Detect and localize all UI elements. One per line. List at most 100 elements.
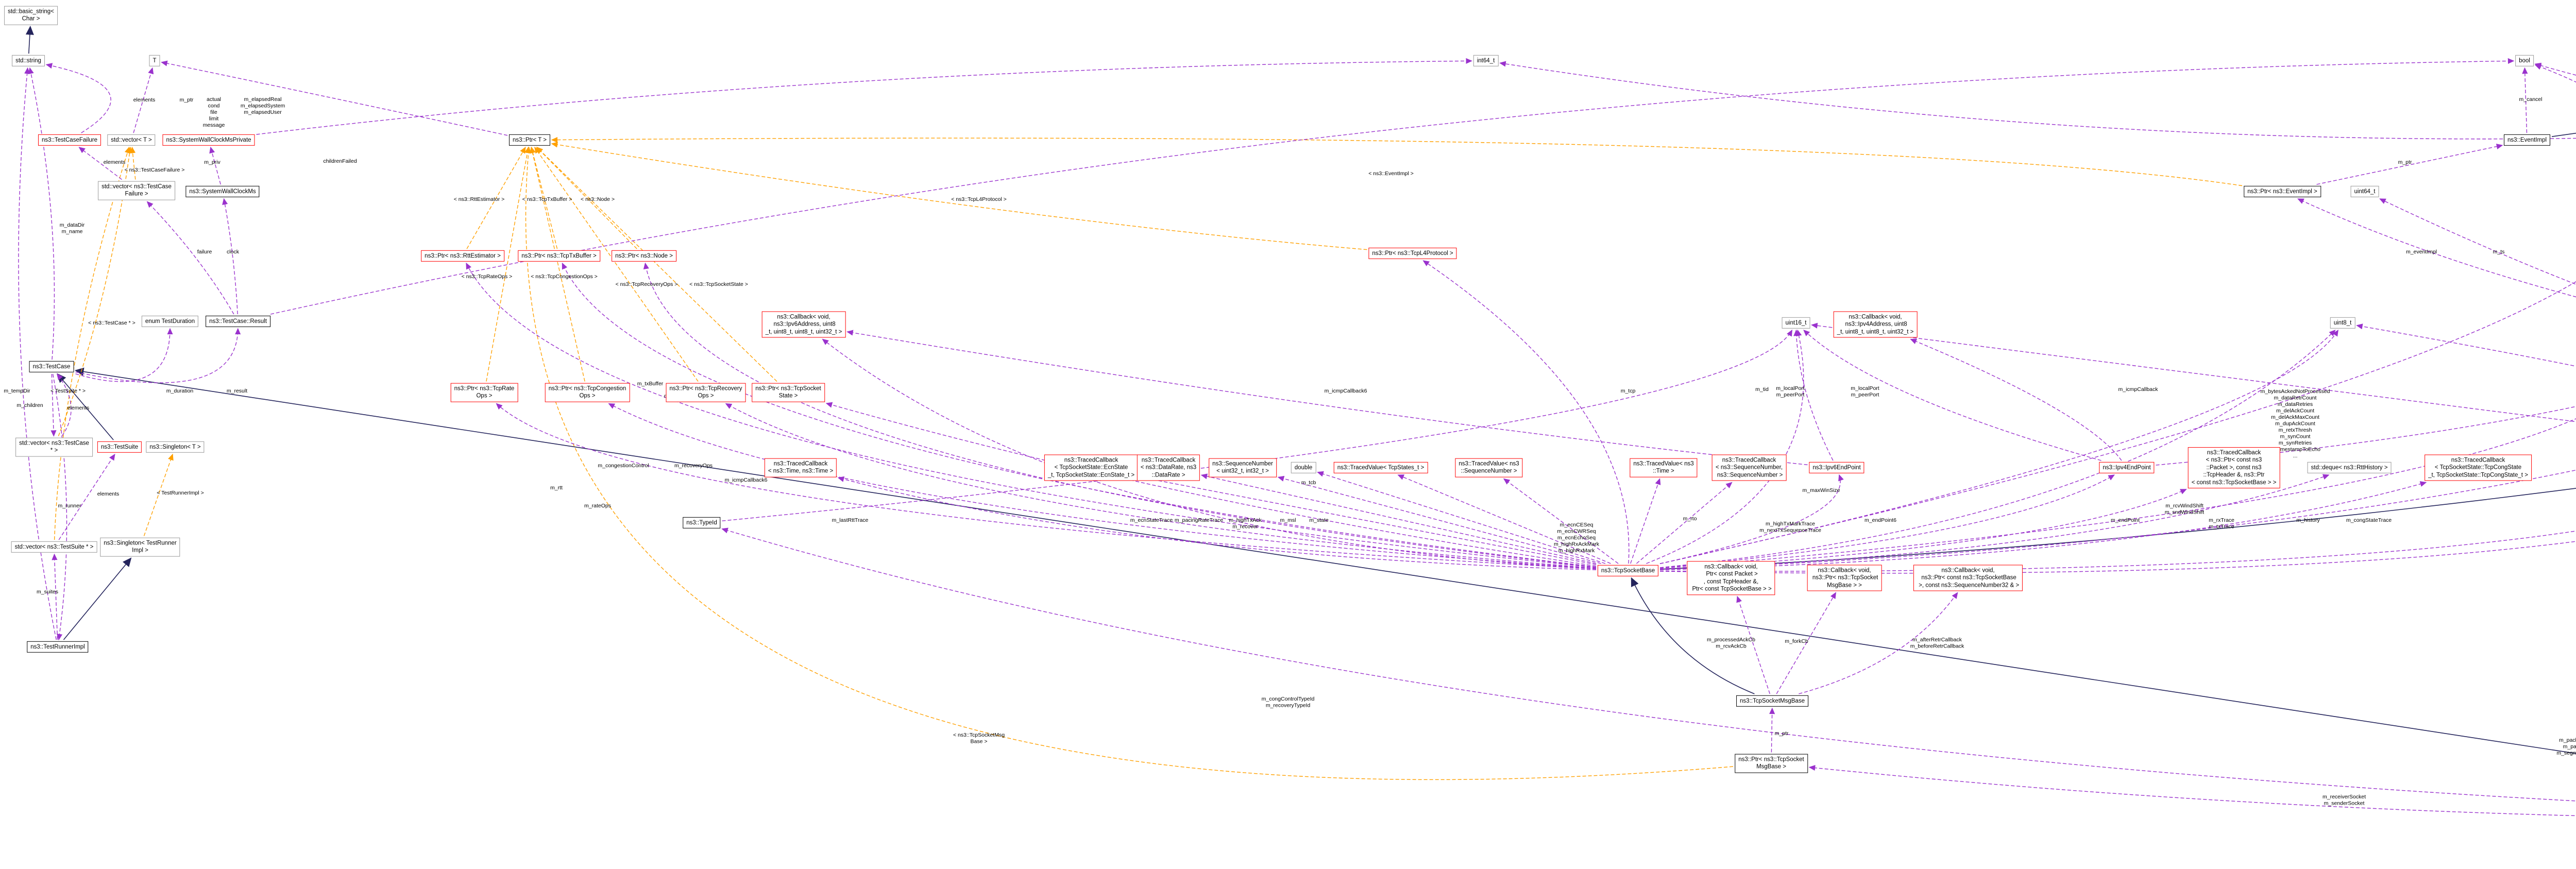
edge-label-vectorTestSuitePtr-testSuite: elements xyxy=(97,491,120,497)
edge-ipv6End-cbIcmp6 xyxy=(846,330,1808,465)
graph-node-uint64: uint64_t xyxy=(2350,185,2379,198)
graph-node-vectorTestSuitePtr: std::vector< ns3::TestSuite * > xyxy=(11,541,97,553)
edge-label-tcpSocketBase-uint16: m_maxWinSize xyxy=(1803,487,1840,493)
graph-node-eventImpl[interactable]: ns3::EventImpl xyxy=(2503,134,2551,146)
graph-node-vectorTCF: std::vector< ns3::TestCase Failure > xyxy=(98,181,175,200)
edge-ptrMsgBase-tcpSocketMsgBase xyxy=(1769,707,1775,753)
edge-label-tcpSocketBase-tcbCong: m_congStateTrace xyxy=(2346,517,2392,523)
edge-tcpSocketBase-tcbEcn xyxy=(1139,475,1597,565)
graph-node-double: double xyxy=(1291,462,1316,474)
graph-node-ptrSockState[interactable]: ns3::Ptr< ns3::TcpSocket State > xyxy=(752,383,825,402)
graph-node-tcpSocketBase[interactable]: ns3::TcpSocketBase xyxy=(1597,565,1659,577)
graph-node-testCaseResult[interactable]: ns3::TestCase::Result xyxy=(206,315,270,328)
edge-label-tcpSocketBase-cbIcmp6: m_icmpCallback6 xyxy=(725,477,768,483)
edge-ptrEventImpl-eventImpl xyxy=(2316,143,2503,185)
graph-node-ptrT[interactable]: ns3::Ptr< T > xyxy=(509,134,551,146)
edge-label-tcpSocketBase-ipv4End: m_endPoint xyxy=(2111,517,2140,523)
graph-node-tvSeqNum[interactable]: ns3::TracedValue< ns3 ::SequenceNumber > xyxy=(1455,458,1523,478)
graph-node-cbRetr[interactable]: ns3::Callback< void, ns3::Ptr< const ns3… xyxy=(1913,565,2023,591)
graph-node-cbPktHdrBase[interactable]: ns3::Callback< void, Ptr< const Packet >… xyxy=(1687,561,1775,595)
edge-tcpSocketBase-ipv6End xyxy=(1659,474,1844,564)
graph-node-tcbTimeTime[interactable]: ns3::TracedCallback < ns3::Time, ns3::Ti… xyxy=(764,458,837,478)
edge-label-testCaseResult-sysWall: clock xyxy=(227,249,240,255)
graph-node-seqNum[interactable]: ns3::SequenceNumber < uint32_t, int32_t … xyxy=(1209,458,1277,478)
edge-label-testCaseResult-bool: childrenFailed xyxy=(323,158,357,164)
edge-label-ptrRecovOps-ptrT: < ns3::TcpRecoveryOps > xyxy=(616,281,678,287)
edge-label-ptrRateOps-ptrT: < ns3::TcpRateOps > xyxy=(462,274,513,280)
edge-label-vectorTCF-vectorT: < ns3::TestCaseFailure > xyxy=(125,167,185,173)
graph-node-cbIcmp6[interactable]: ns3::Callback< void, ns3::Ipv6Address, u… xyxy=(761,311,846,338)
edge-inetSock-uint16 xyxy=(1811,322,2576,422)
edge-tcpGeneralTest-testCase xyxy=(74,367,2576,754)
graph-node-sysWall[interactable]: ns3::SystemWallClockMs xyxy=(185,185,260,198)
edge-label-ptrT-T: m_ptr xyxy=(180,97,194,103)
graph-node-tcpSocketMsgBase[interactable]: ns3::TcpSocketMsgBase xyxy=(1736,695,1808,707)
edge-label-vectorTCF-testCaseFailure: elements xyxy=(104,159,126,165)
graph-node-ptrRateOps[interactable]: ns3::Ptr< ns3::TcpRate Ops > xyxy=(450,383,518,402)
edge-tcpSocketBase-ptrRtt xyxy=(466,262,1597,568)
edge-tcpSocketBase-ptrTxBuf xyxy=(562,262,1597,568)
graph-node-cbFork[interactable]: ns3::Callback< void, ns3::Ptr< ns3::TcpS… xyxy=(1807,565,1882,591)
edge-testCase-vectorTestCasePtr xyxy=(50,373,57,437)
graph-node-ptrMsgBase[interactable]: ns3::Ptr< ns3::TcpSocket MsgBase > xyxy=(1735,754,1808,773)
graph-node-tcbPkt[interactable]: ns3::TracedCallback < ns3::Ptr< const ns… xyxy=(2188,447,2280,488)
graph-node-tcbEcn[interactable]: ns3::TracedCallback < TcpSocketState::Ec… xyxy=(1044,454,1139,481)
edge-label-testRunnerImpl-vectorTestSuitePtr: m_suites xyxy=(37,589,58,595)
edge-tcpSocketBase-tvTime xyxy=(1630,478,1661,564)
graph-node-uint16: uint16_t xyxy=(1782,317,1810,329)
graph-node-testSuite[interactable]: ns3::TestSuite xyxy=(97,441,142,453)
edge-label-tcpSocketBase-dequeRtt: m_history xyxy=(2296,517,2320,523)
edge-testCaseResult-vectorTCF xyxy=(146,201,234,315)
edge-label-testCase-vectorTestCasePtr: m_children xyxy=(16,402,43,408)
edge-label-testCase-testCaseResult: m_result xyxy=(227,388,247,394)
graph-node-ipv6End[interactable]: ns3::Ipv6EndPoint xyxy=(1809,462,1865,474)
graph-node-testRunnerImpl[interactable]: ns3::TestRunnerImpl xyxy=(27,641,89,653)
edge-tcpSocketMsgBase-cbRetr xyxy=(1799,592,1958,694)
graph-node-tvTcpStates[interactable]: ns3::TracedValue< TcpStates_t > xyxy=(1333,462,1428,474)
edge-label-tcpSocketBase-ptrTxBuf: m_txBuffer xyxy=(637,381,664,387)
edge-ptrTcpL4-ptrT xyxy=(551,142,1367,250)
edge-tcpSocketBase-cbIcmp6 xyxy=(822,338,1597,570)
graph-node-ptrRtt[interactable]: ns3::Ptr< ns3::RttEstimator > xyxy=(421,250,504,262)
edge-label-tcpSocketBase-tcbEcn: m_ecnStateTrace xyxy=(1130,517,1173,523)
edge-label-eventId-ptrEventImpl: m_eventImpl xyxy=(2406,249,2437,255)
edge-label-tcpSocketBase-tcbTimeTime: m_lastRttTrace xyxy=(832,517,869,523)
graph-node-testCaseFailure[interactable]: ns3::TestCaseFailure xyxy=(38,134,101,146)
graph-node-cbIcmp4[interactable]: ns3::Callback< void, ns3::Ipv4Address, u… xyxy=(1833,311,1918,338)
graph-node-typeId[interactable]: ns3::TypeId xyxy=(683,517,721,529)
edge-vectorTestCasePtr-testCase xyxy=(56,373,72,436)
graph-node-ptrTxBuf[interactable]: ns3::Ptr< ns3::TcpTxBuffer > xyxy=(518,250,600,262)
graph-node-tvTime[interactable]: ns3::TracedValue< ns3 ::Time > xyxy=(1630,458,1698,478)
graph-node-tcbDataRate[interactable]: ns3::TracedCallback < ns3::DataRate, ns3… xyxy=(1137,454,1200,481)
edge-label-vectorTestCasePtr-testCase: elements xyxy=(67,405,90,411)
edge-label-ptrEventImpl-eventImpl: m_ptr xyxy=(2398,159,2412,165)
edge-tcpSocketBase-tvTcpStates xyxy=(1397,474,1611,564)
edge-label-ipv4End-cbIcmp4: m_icmpCallback xyxy=(2118,386,2158,393)
graph-node-stdString: std::string xyxy=(12,55,45,67)
edge-ipv6End-uint16 xyxy=(1793,329,1834,461)
graph-node-ptrCongOps[interactable]: ns3::Ptr< ns3::TcpCongestion Ops > xyxy=(545,383,630,402)
edge-label-ipv6End-cbIcmp6: m_icmpCallback6 xyxy=(1325,388,1367,394)
graph-node-ptrNode[interactable]: ns3::Ptr< ns3::Node > xyxy=(612,250,676,262)
edge-label-ptrMsgBase-tcpSocketMsgBase: m_ptr xyxy=(1775,730,1789,737)
edge-label-typeId-uint16: m_tid xyxy=(1755,386,1769,393)
graph-node-tcbCong[interactable]: ns3::TracedCallback < TcpSocketState::Tc… xyxy=(2425,454,2532,481)
graph-node-ptrRecovOps[interactable]: ns3::Ptr< ns3::TcpRecovery Ops > xyxy=(666,383,746,402)
edge-vectorTestCasePtr-vectorT xyxy=(58,146,133,436)
edge-tcpSocketBase-time xyxy=(1659,469,2576,570)
edge-label-ptrTcpL4-ptrT: < ns3::TcpL4Protocol > xyxy=(951,196,1006,202)
graph-node-int64: int64_t xyxy=(1473,55,1499,67)
edge-label-eventId-uint64: m_ts xyxy=(2493,249,2505,255)
graph-node-ptrTcpL4[interactable]: ns3::Ptr< ns3::TcpL4Protocol > xyxy=(1368,247,1457,260)
graph-node-tcbSeqSeq[interactable]: ns3::TracedCallback < ns3::SequenceNumbe… xyxy=(1711,454,1787,481)
edge-label-tcpSocketBase-tcbDataRate: m_pacingRateTrace xyxy=(1175,517,1223,523)
graph-node-ptrEventImpl[interactable]: ns3::Ptr< ns3::EventImpl > xyxy=(2244,185,2321,198)
graph-node-testCase[interactable]: ns3::TestCase xyxy=(29,361,74,373)
graph-node-sysWallPriv[interactable]: ns3::SystemWallClockMsPrivate xyxy=(162,134,255,146)
graph-node-vectorTestCasePtr: std::vector< ns3::TestCase * > xyxy=(15,437,93,457)
graph-node-ipv4End[interactable]: ns3::Ipv4EndPoint xyxy=(2099,462,2155,474)
edge-eventImpl-bool xyxy=(2522,67,2528,133)
